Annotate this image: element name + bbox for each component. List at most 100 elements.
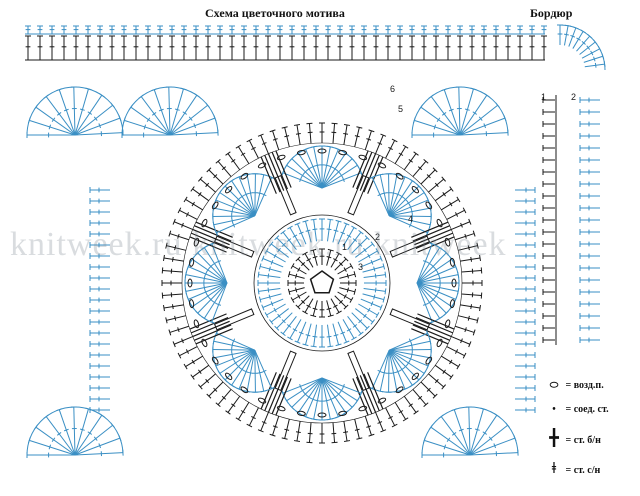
outer-ring — [181, 142, 463, 424]
stitch-mark — [35, 426, 76, 456]
stitch-mark — [423, 159, 429, 164]
stitch-mark — [261, 421, 267, 424]
stitch-mark — [434, 182, 439, 188]
stitch-mark — [416, 282, 452, 308]
stitch-mark — [217, 389, 232, 405]
stitch-mark — [93, 116, 98, 121]
stitch-mark — [211, 243, 228, 284]
stitch-mark — [268, 294, 271, 300]
stitch-mark — [289, 287, 305, 293]
chain-mark — [411, 372, 420, 381]
stitch-mark — [281, 126, 288, 129]
stitch-mark — [277, 313, 281, 319]
stitch-mark — [364, 325, 370, 331]
stitch-mark — [297, 377, 323, 413]
stitch-mark — [462, 352, 467, 359]
stitch-mark — [478, 116, 483, 121]
stitch-mark — [183, 363, 188, 370]
chain-mark — [395, 172, 404, 180]
stitch-mark — [417, 395, 423, 400]
stitch-mark — [476, 242, 479, 249]
cluster-mark — [359, 375, 377, 413]
stitch-mark — [434, 378, 439, 384]
stitch-mark — [420, 106, 461, 136]
chain-mark — [338, 150, 348, 156]
stitch-mark — [240, 152, 246, 156]
chain-mark — [296, 150, 306, 156]
stitch-mark — [297, 223, 307, 245]
stitch-mark — [262, 298, 284, 308]
stitch-mark — [304, 298, 314, 313]
stitch-mark — [45, 416, 76, 456]
chain-mark — [276, 405, 286, 412]
stitch-mark — [441, 355, 459, 368]
stitch-mark — [287, 271, 291, 278]
stitch-mark — [416, 266, 456, 284]
stitch-mark — [470, 256, 473, 262]
stitch-mark — [343, 124, 351, 126]
stitch-mark — [246, 350, 256, 392]
stitch-mark — [286, 164, 323, 189]
chain-mark — [189, 257, 195, 267]
stitch-mark — [406, 360, 411, 366]
chain-mark — [449, 257, 455, 267]
stitch-mark — [284, 419, 290, 439]
stitch-mark — [261, 193, 267, 197]
stitch-mark — [343, 294, 347, 299]
stitch-mark — [314, 399, 320, 402]
stitch-mark — [355, 243, 374, 258]
stitch-mark — [403, 197, 408, 202]
stitch-mark — [423, 402, 429, 407]
stitch-mark — [432, 167, 438, 173]
stitch-mark — [261, 255, 265, 262]
chain-bar — [274, 350, 297, 392]
stitch-mark — [565, 24, 572, 27]
stitch-mark — [337, 291, 352, 301]
stitch-mark — [416, 282, 441, 319]
chain-mark — [444, 319, 451, 329]
stitch-mark — [291, 158, 323, 189]
stitch-mark — [455, 212, 459, 217]
stitch-mark — [198, 192, 202, 197]
stitch-mark — [343, 340, 350, 344]
stitch-mark — [406, 200, 411, 206]
stitch-mark — [431, 264, 436, 269]
legend-chain: ⬭ = возд.п. — [545, 380, 604, 391]
stitch-mark — [269, 319, 274, 325]
stitch-mark — [56, 112, 62, 116]
stitch-mark — [430, 426, 471, 456]
stitch-mark — [336, 310, 342, 315]
stitch-mark — [347, 316, 362, 335]
stitch-mark — [377, 369, 383, 373]
stitch-mark — [389, 340, 431, 351]
stitch-mark — [568, 27, 577, 47]
stitch-mark — [459, 88, 474, 136]
stitch-mark — [231, 218, 234, 224]
stitch-mark — [236, 197, 241, 202]
stitch-mark — [474, 428, 480, 431]
stitch-mark — [163, 257, 184, 262]
stitch-mark — [379, 174, 390, 216]
stitch-mark — [332, 395, 338, 399]
stitch-mark — [326, 256, 332, 259]
stitch-mark — [232, 204, 235, 210]
stitch-mark — [216, 260, 222, 263]
stitch-mark — [427, 300, 432, 305]
stitch-mark — [375, 248, 380, 254]
stitch-mark — [460, 304, 481, 309]
stitch-mark — [192, 188, 210, 202]
stitch-mark — [74, 94, 103, 136]
stitch-mark — [208, 264, 213, 269]
stitch-mark — [292, 265, 307, 275]
stitch-mark — [270, 301, 274, 307]
stitch-mark — [449, 374, 454, 380]
chain-mark — [257, 162, 267, 169]
stitch-mark — [235, 417, 242, 422]
stitch-mark — [441, 384, 446, 390]
stitch-mark — [375, 312, 380, 318]
stitch-mark — [251, 146, 256, 150]
stitch-mark — [213, 340, 255, 351]
stitch-mark — [321, 377, 339, 417]
stitch-mark — [282, 172, 323, 189]
chain-bar — [213, 235, 255, 258]
